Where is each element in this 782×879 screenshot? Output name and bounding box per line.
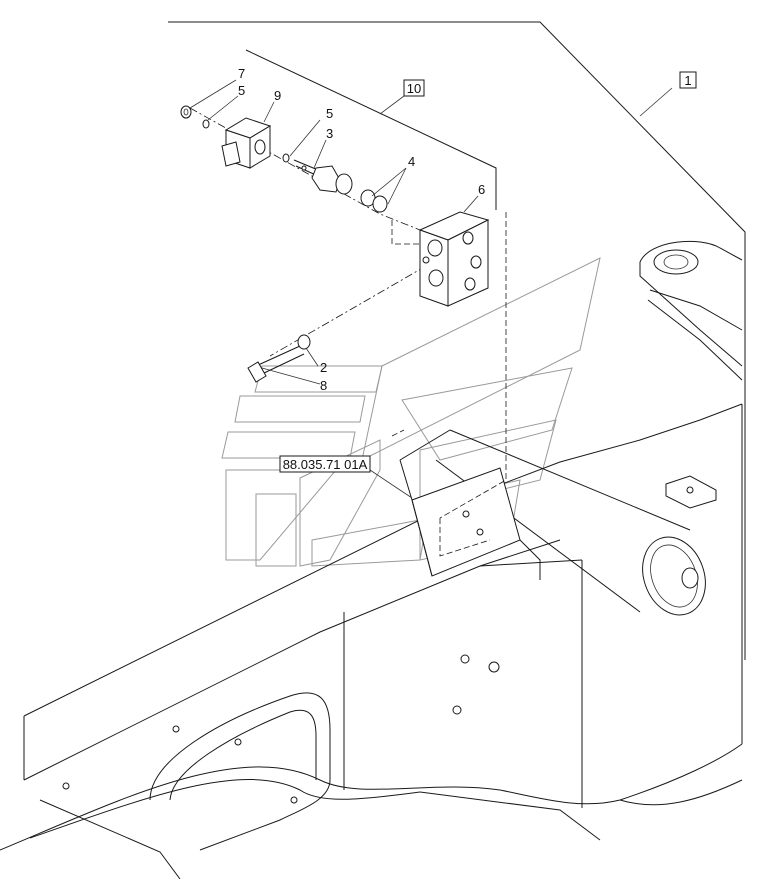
watermark-logo [221,257,601,567]
callout-10: 10 [403,79,425,97]
callout-8: 8 [320,378,327,393]
nut-7 [180,105,192,119]
washer-2 [297,334,311,350]
callout-6: 6 [478,182,485,197]
group-outline-1 [168,21,746,660]
o-ring-5a [202,119,210,129]
svg-text:10: 10 [407,81,421,96]
reference-label: 88.035.71 01A [279,455,371,473]
svg-text:1: 1 [684,73,691,88]
callout-4: 4 [408,154,415,169]
group-outline-10 [245,49,497,210]
callout-9: 9 [274,88,281,103]
hydraulic-cylinder [435,429,717,616]
solenoid-coil [221,117,272,169]
callout-5-middle: 5 [326,106,333,121]
valve-block [418,211,490,307]
seal-kit [360,189,388,213]
callout-1: 1 [679,71,697,89]
cartridge-valve [293,159,353,195]
callout-3: 3 [326,126,333,141]
mounting-plate [399,429,541,580]
pivot-bracket [639,240,743,381]
callout-5-upper: 5 [238,83,245,98]
o-ring-5b [282,153,290,163]
svg-text:88.035.71 01A: 88.035.71 01A [283,457,368,472]
machine-frame [0,403,743,879]
leader-lines [189,79,673,499]
callout-7: 7 [238,66,245,81]
callout-2: 2 [320,360,327,375]
bolt-8 [247,345,305,383]
alignment-lines [189,107,507,557]
